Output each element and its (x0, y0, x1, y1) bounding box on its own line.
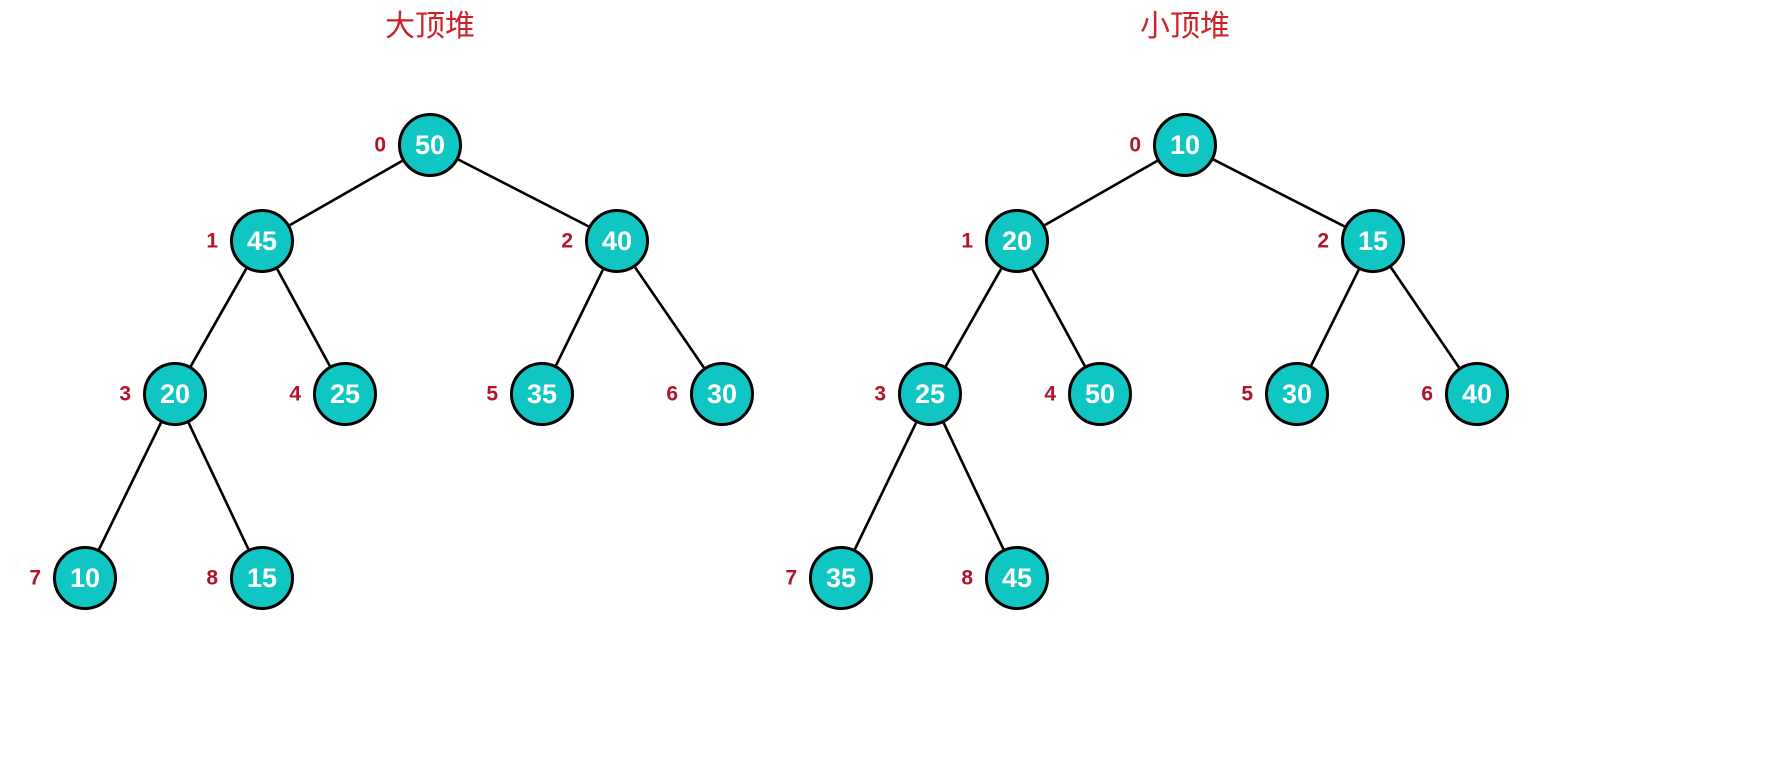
node-index-label: 8 (961, 566, 973, 590)
tree-title-min-heap: 小顶堆 (1140, 10, 1230, 43)
node-index-label: 2 (1317, 229, 1329, 253)
tree-node[interactable]: 35 (510, 362, 574, 426)
node-index-label: 0 (1129, 133, 1141, 157)
tree-title-max-heap: 大顶堆 (385, 10, 475, 43)
tree-node[interactable]: 10 (53, 546, 117, 610)
tree-node[interactable]: 40 (1445, 362, 1509, 426)
tree-edge (944, 268, 1003, 367)
tree-edge (853, 422, 918, 550)
tree-edge (276, 268, 331, 367)
tree-node[interactable]: 20 (143, 362, 207, 426)
tree-node[interactable]: 25 (898, 362, 962, 426)
tree-node[interactable]: 15 (1341, 209, 1405, 273)
tree-edge (1389, 266, 1461, 369)
node-index-label: 6 (666, 382, 678, 406)
node-index-label: 7 (29, 566, 41, 590)
tree-node[interactable]: 15 (230, 546, 294, 610)
tree-node[interactable]: 50 (1068, 362, 1132, 426)
tree-node[interactable]: 35 (809, 546, 873, 610)
node-index-label: 3 (874, 382, 886, 406)
node-index-label: 1 (206, 229, 218, 253)
node-index-label: 4 (1044, 382, 1056, 406)
tree-edge (289, 159, 403, 227)
tree-node[interactable]: 10 (1153, 113, 1217, 177)
tree-node[interactable]: 45 (230, 209, 294, 273)
tree-edge (97, 422, 163, 550)
tree-node[interactable]: 40 (585, 209, 649, 273)
node-index-label: 2 (561, 229, 573, 253)
node-index-label: 7 (785, 566, 797, 590)
node-index-label: 4 (289, 382, 301, 406)
tree-node[interactable]: 30 (1265, 362, 1329, 426)
tree-node[interactable]: 50 (398, 113, 462, 177)
tree-node[interactable]: 45 (985, 546, 1049, 610)
tree-edge (1212, 158, 1346, 228)
tree-node[interactable]: 20 (985, 209, 1049, 273)
tree-edge (189, 268, 248, 367)
tree-edge (554, 269, 605, 366)
tree-edge (1310, 269, 1360, 366)
tree-edge (1031, 268, 1086, 367)
node-index-label: 8 (206, 566, 218, 590)
tree-node[interactable]: 30 (690, 362, 754, 426)
tree-edge (187, 422, 250, 550)
tree-node[interactable]: 25 (313, 362, 377, 426)
node-index-label: 6 (1421, 382, 1433, 406)
node-index-label: 3 (119, 382, 131, 406)
tree-edge (457, 158, 590, 228)
tree-edge (942, 422, 1005, 550)
node-index-label: 0 (374, 133, 386, 157)
tree-edge (1044, 159, 1158, 227)
node-index-label: 1 (961, 229, 973, 253)
tree-edge (634, 266, 705, 369)
node-index-label: 5 (486, 382, 498, 406)
node-index-label: 5 (1241, 382, 1253, 406)
